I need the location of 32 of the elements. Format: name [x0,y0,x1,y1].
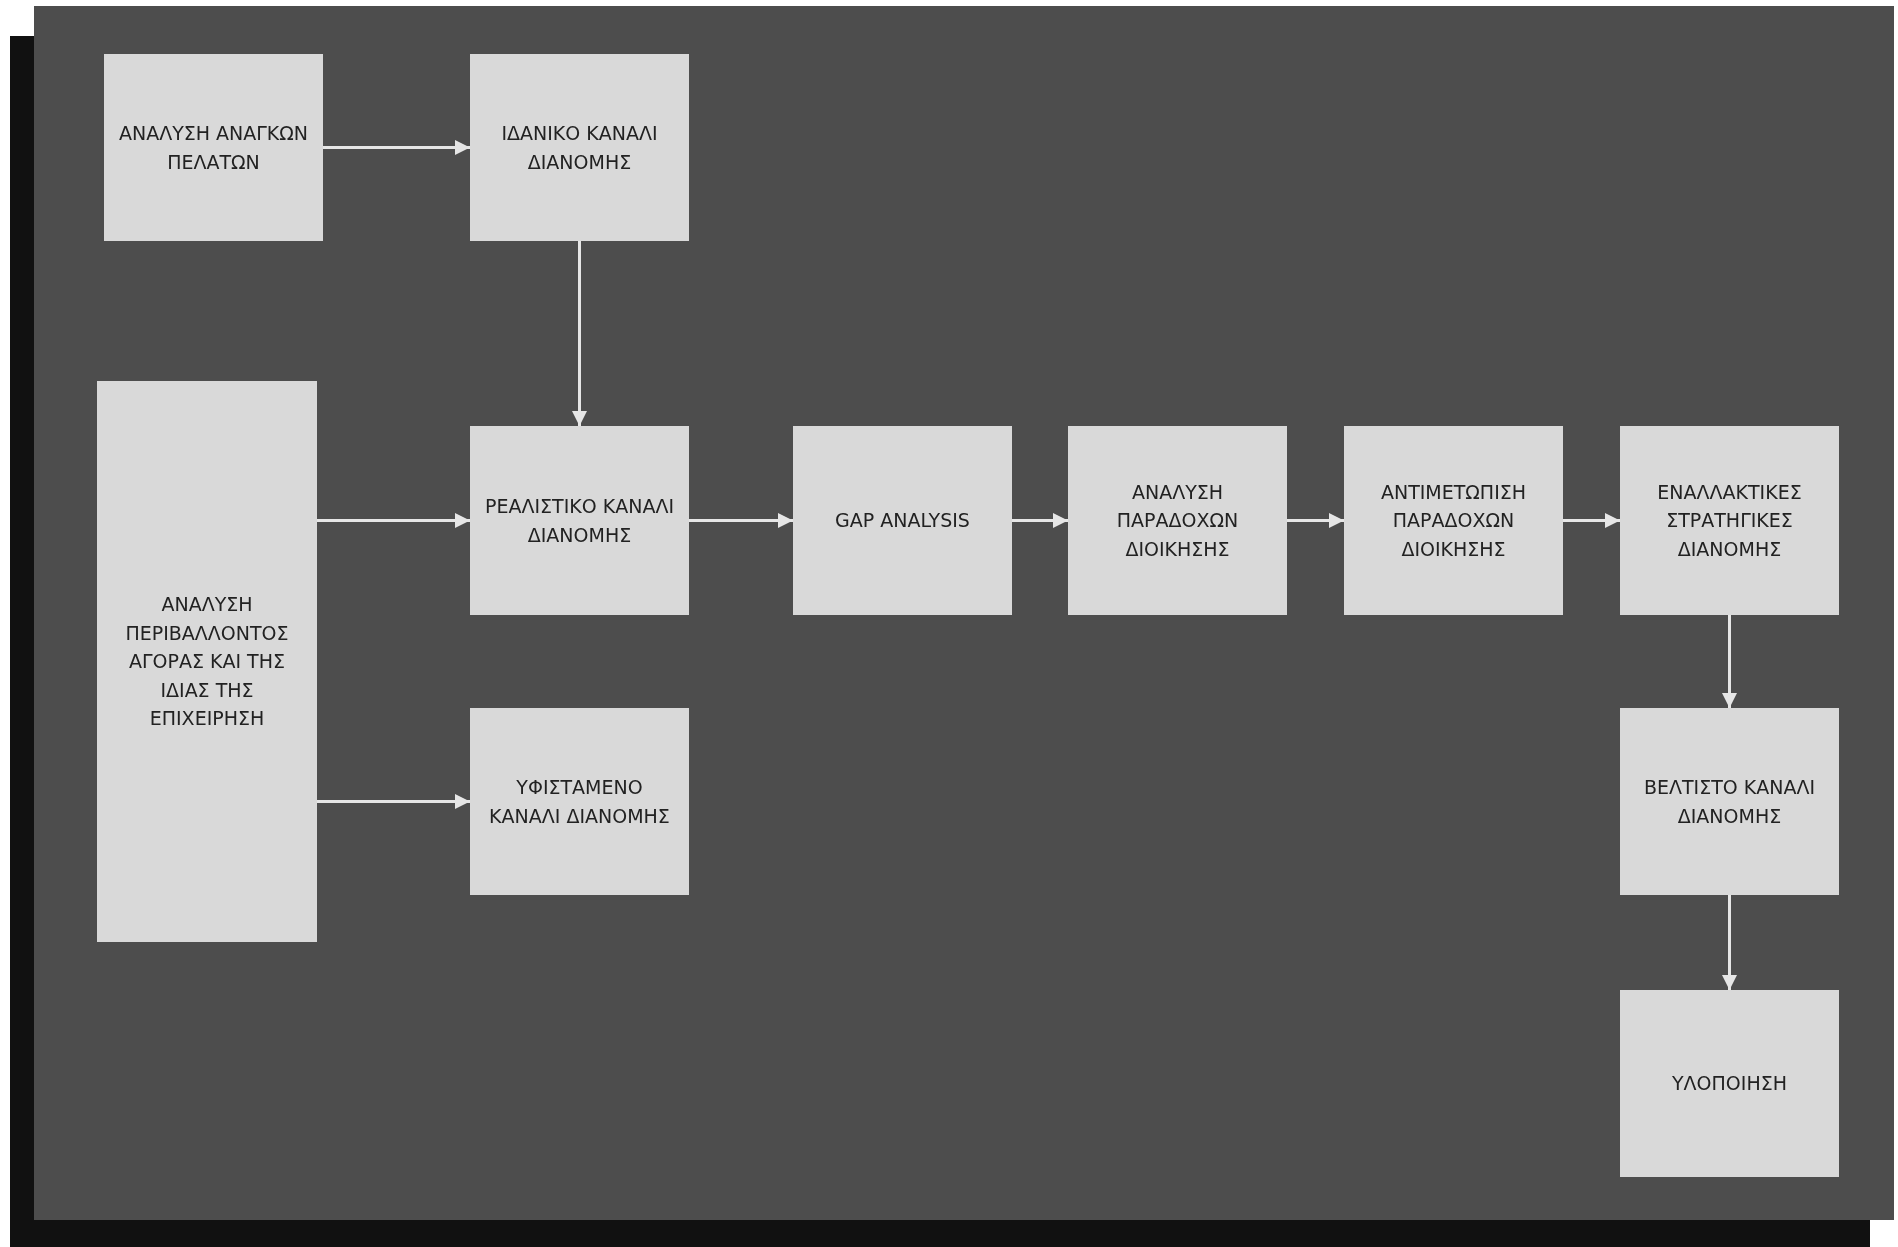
arrow [323,140,470,155]
process-box [1344,426,1563,615]
arrow [689,513,793,528]
box-label: ΡΕΑΛΙΣΤΙΚΟ ΚΑΝΑΛΙ ΔΙΑΝΟΜΗΣ [484,494,675,548]
arrow [572,241,587,426]
process-box [793,426,1012,615]
process-box [1620,426,1839,615]
box-label: ΕΝΑΛΛΑΚΤΙΚΕΣ ΣΤΡΑΤΗΓΙΚΕΣ ΔΙΑΝΟΜΗΣ [1656,479,1803,562]
process-box [470,54,689,241]
box-label: ΒΕΛΤΙΣΤΟ ΚΑΝΑΛΙ ΔΙΑΝΟΜΗΣ [1642,775,1817,829]
box-label: GAP ANALYSIS [835,508,970,534]
process-box [97,381,317,942]
box-label: ΑΝΑΛΥΣΗ ΑΝΑΓΚΩΝ ΠΕΛΑΤΩΝ [117,121,310,175]
arrow [1563,513,1620,528]
box-label: ΑΝΤΙΜΕΤΩΠΙΣΗ ΠΑΡΑΔΟΧΩΝ ΔΙΟΙΚΗΣΗΣ [1379,479,1528,562]
arrow [1722,615,1737,708]
arrow [1012,513,1068,528]
box-label: ΙΔΑΝΙΚΟ ΚΑΝΑΛΙ ΔΙΑΝΟΜΗΣ [500,121,659,175]
arrow [317,794,470,809]
arrow [317,513,470,528]
process-box [1068,426,1287,615]
process-box [104,54,323,241]
box-label: ΥΦΙΣΤΑΜΕΝΟ ΚΑΝΑΛΙ ΔΙΑΝΟΜΗΣ [488,775,671,829]
process-box [1620,990,1839,1177]
box-label: ΥΛΟΠΟΙΗΣΗ [1672,1071,1787,1097]
process-box [470,426,689,615]
arrow [1722,895,1737,990]
arrow [1287,513,1344,528]
box-label: ΑΝΑΛΥΣΗ ΠΕΡΙΒΑΛΛΟΝΤΟΣ ΑΓΟΡΑΣ ΚΑΙ ΤΗΣ ΙΔΙΑΣ ΤΗΣ ΕΠΙΧΕΙΡΗΣΗ [124,592,290,732]
process-box [1620,708,1839,895]
process-box [470,708,689,895]
box-label: ΑΝΑΛΥΣΗ ΠΑΡΑΔΟΧΩΝ ΔΙΟΙΚΗΣΗΣ [1115,479,1240,562]
